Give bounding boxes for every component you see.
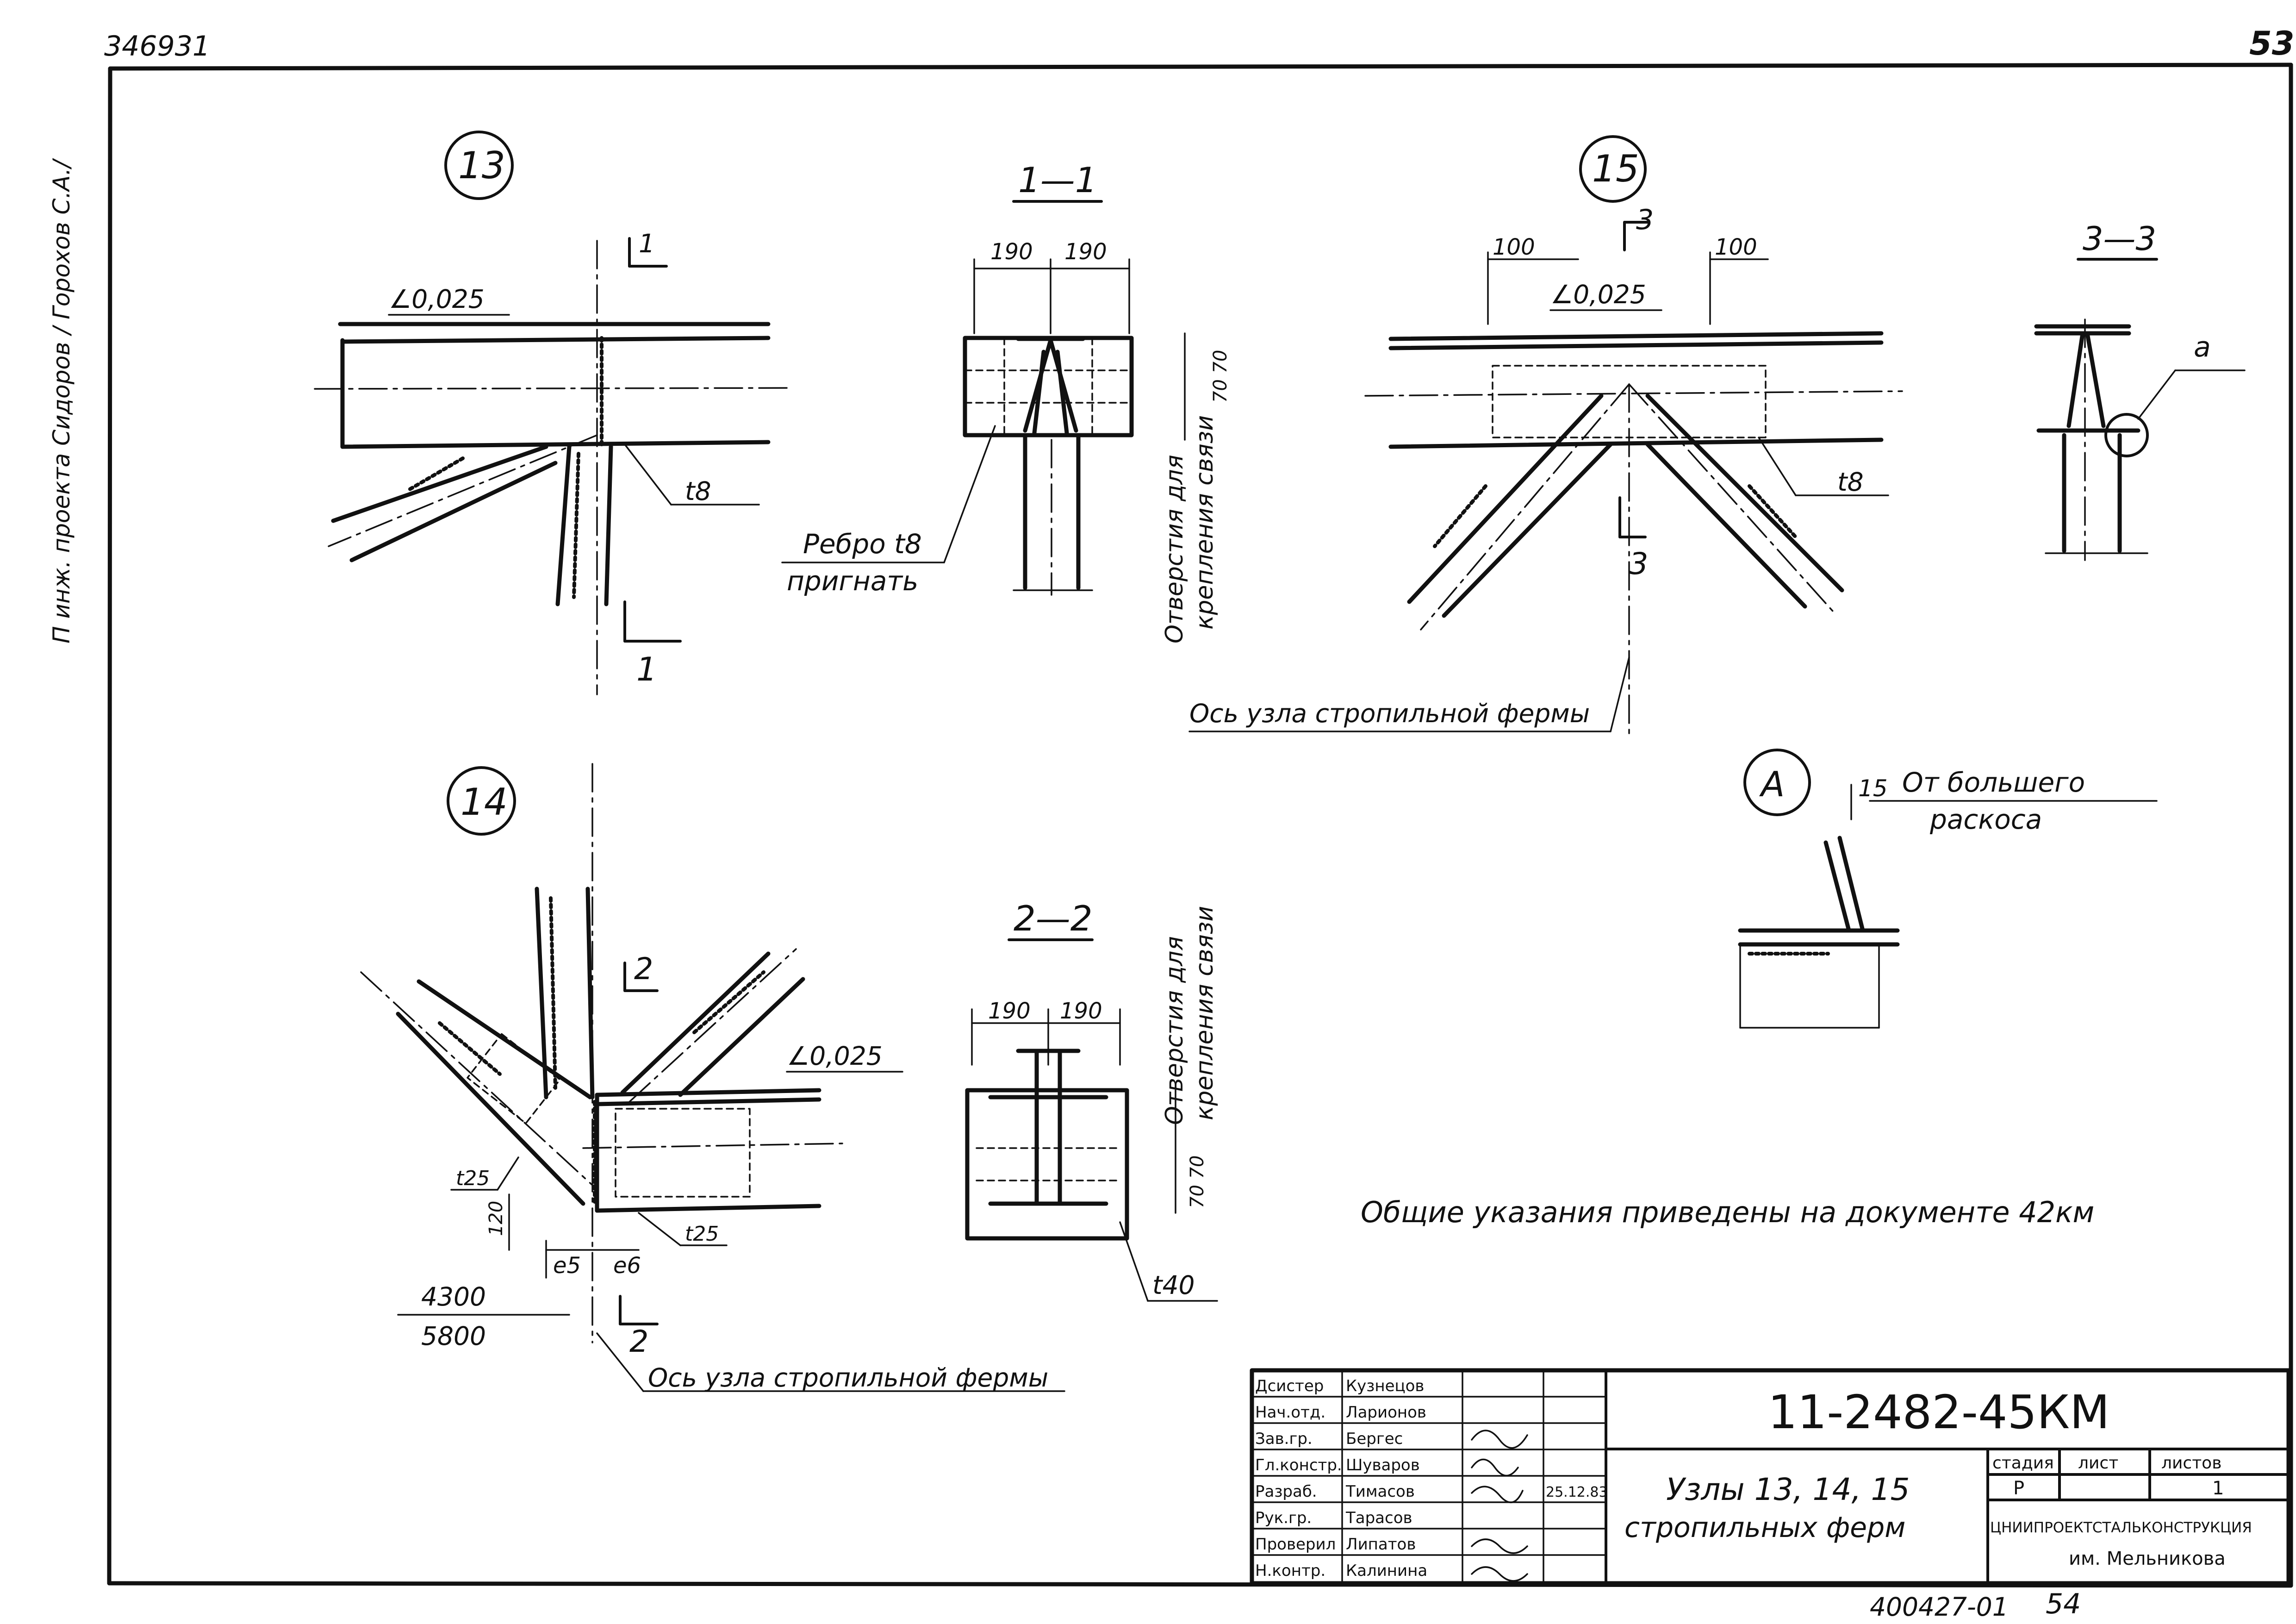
sig-name-3: Шуваров (1346, 1456, 1420, 1474)
sig-name-4: Тимасов (1345, 1482, 1415, 1501)
detail-a: А 15 От большего раскоса (1738, 749, 2158, 1029)
node-14-plate-left: t25 (456, 1167, 490, 1190)
node-14-dim-5800: 5800 (421, 1321, 486, 1351)
section-2-2: 2—2 190 190 70 70 Отверстия для креплени… (965, 898, 1219, 1302)
s33-callout: а (2194, 331, 2211, 363)
sig-name-6: Липатов (1346, 1535, 1416, 1554)
node-14-e-right: e6 (613, 1253, 641, 1279)
sig-role-0: Дсистер (1255, 1377, 1324, 1395)
general-note: Общие указания приведены на документе 42… (1361, 1195, 2094, 1229)
title-line-2: стропильных ферм (1624, 1512, 1905, 1544)
sheet-number: 53 (2249, 25, 2294, 62)
node-13-label: 13 (458, 144, 505, 187)
stage-header: стадия (1992, 1454, 2054, 1473)
node-15-dim-left: 100 (1493, 234, 1535, 260)
node-15-dim-right: 100 (1715, 234, 1757, 260)
doc-code: 11-2482-45КМ (1768, 1385, 2109, 1439)
node-15-section-bottom: 3 (1629, 547, 1648, 581)
detail-a-note-1: От большего (1902, 767, 2085, 798)
org-line-2: им. Мельникова (2069, 1548, 2226, 1569)
sig-name-2: Бергес (1346, 1430, 1403, 1448)
sig-name-7: Калинина (1346, 1562, 1427, 1580)
sig-name-0: Кузнецов (1346, 1377, 1424, 1395)
title-line-1: Узлы 13, 14, 15 (1666, 1472, 1910, 1507)
footer-page: 54 (2046, 1588, 2081, 1620)
archive-number: 346931 (104, 30, 210, 62)
node-15-axis: Ось узла стропильной фермы (1189, 699, 1590, 728)
s11-holes-2: крепления связи (1191, 415, 1219, 630)
sheet-frame (107, 62, 2293, 1588)
sheet-header: лист (2078, 1454, 2118, 1473)
sig-role-6: Проверил (1255, 1535, 1336, 1554)
sheets-header: листов (2161, 1454, 2221, 1473)
node-13-slope: ∠0,025 (389, 284, 485, 314)
node-14-section-bottom: 2 (629, 1324, 648, 1359)
node-15-plate: t8 (1837, 467, 1864, 497)
sig-role-5: Рук.гр. (1255, 1509, 1312, 1527)
stage-value: Р (2013, 1478, 2024, 1499)
s22-holes-2: крепления связи (1191, 906, 1219, 1120)
node-14-plate-right: t25 (685, 1222, 719, 1246)
detail-a-label: А (1759, 764, 1785, 805)
sig-name-5: Тарасов (1345, 1509, 1412, 1527)
footer-stamp: 400427-01 (1870, 1592, 2009, 1622)
node-15-label: 15 (1592, 147, 1639, 190)
node-15-slope: ∠0,025 (1550, 280, 1646, 309)
sig-role-2: Зав.гр. (1255, 1430, 1313, 1448)
section-3-3-title: 3—3 (2083, 220, 2156, 258)
node-14-slope: ∠0,025 (787, 1041, 883, 1071)
title-block: Дсистер Кузнецов Нач.отд. Ларионов Зав.г… (1250, 1368, 2291, 1586)
node-14-axis: Ось узла стропильной фермы (648, 1363, 1048, 1393)
sig-role-4: Разраб. (1255, 1482, 1317, 1501)
node-14-dim-120: 120 (485, 1201, 507, 1236)
s11-rib-1: Ребро t8 (803, 528, 922, 560)
s22-holes-1: Отверстия для (1161, 936, 1188, 1125)
s11-holes-1: Отверстия для (1161, 455, 1188, 643)
node-14-e-left: e5 (553, 1253, 581, 1279)
org-line-1: ЦНИИПРОЕКТСТАЛЬКОНСТРУКЦИЯ (1990, 1519, 2252, 1536)
node-14-dim-4300: 4300 (421, 1282, 486, 1312)
s22-dim-left: 190 (988, 998, 1031, 1024)
sig-role-7: Н.контр. (1255, 1562, 1325, 1580)
side-note: П инж. проекта Сидоров / Горохов С.А./ (48, 158, 75, 643)
node-13-section-top: 1 (639, 229, 655, 258)
node-14-label: 14 (460, 781, 508, 824)
node-14: 14 ∠0,025 2 2 t25 (360, 763, 1065, 1393)
s11-dim-right: 190 (1064, 239, 1107, 265)
section-1-1-title: 1—1 (1018, 160, 1097, 200)
s22-plate: t40 (1152, 1270, 1195, 1300)
sig-name-1: Ларионов (1346, 1403, 1426, 1422)
sig-role-1: Нач.отд. (1255, 1403, 1325, 1422)
node-15-section-top: 3 (1636, 204, 1654, 236)
title-date: 25.12.83 (1546, 1484, 1608, 1500)
section-2-2-title: 2—2 (1014, 898, 1092, 939)
detail-a-dim: 15 (1858, 775, 1888, 802)
node-13-plate: t8 (685, 476, 711, 506)
sheets-value: 1 (2212, 1478, 2224, 1499)
detail-a-note-2: раскоса (1929, 804, 2042, 835)
section-1-1: 1—1 190 190 70 70 Отверстия для креплени… (781, 160, 1231, 643)
sig-role-3: Гл.констр. (1255, 1456, 1342, 1474)
node-14-section-top: 2 (634, 952, 653, 987)
s11-dim-h: 70 70 (1210, 350, 1231, 403)
section-3-3: 3—3 а (2034, 220, 2246, 561)
s22-dim-h: 70 70 (1187, 1155, 1208, 1208)
node-15: 15 100 100 ∠0,025 3 t8 (1188, 135, 1903, 737)
s11-dim-left: 190 (990, 239, 1033, 265)
signature-scribbles (1471, 1430, 1528, 1582)
s11-rib-2: пригнать (787, 565, 918, 597)
node-13: 13 ∠0,025 1 1 t8 (314, 131, 788, 695)
s22-dim-right: 190 (1060, 998, 1102, 1024)
node-13-section-bottom: 1 (636, 650, 657, 688)
